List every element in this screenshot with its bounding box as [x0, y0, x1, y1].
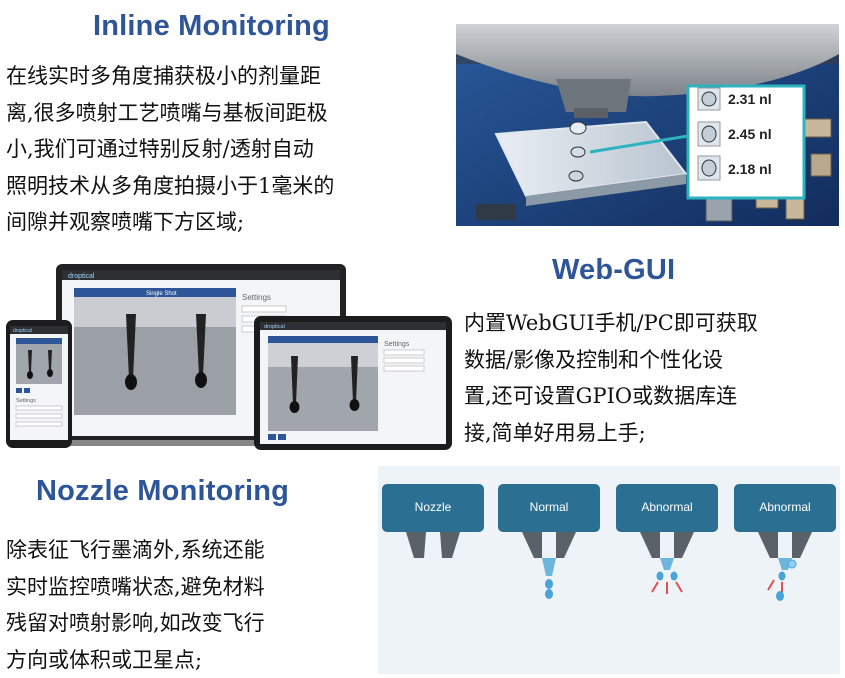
- phone-mockup: droptical Settings: [6, 320, 72, 448]
- nozzle-states-diagram: Nozzle Normal Abnormal: [382, 484, 836, 601]
- drop-3: [568, 170, 584, 182]
- drop-2: [570, 146, 586, 158]
- dispensing-head: [456, 24, 839, 97]
- nozzle-state-2: Normal: [498, 484, 600, 599]
- tablet-mockup: droptical Settings: [254, 316, 452, 450]
- dispensing-scene: 2.31 nl 2.45 nl 2.18 nl: [456, 24, 839, 226]
- drop-volume-2: 2.45 nl: [728, 126, 772, 142]
- drop-volume-1: 2.31 nl: [728, 91, 772, 107]
- drop-1: [569, 121, 587, 135]
- drop-sample-3: [697, 155, 721, 181]
- nozzle-monitoring-title: Nozzle Monitoring: [36, 475, 290, 507]
- tablet-brand: droptical: [264, 324, 285, 330]
- laptop-brand: droptical: [68, 273, 95, 280]
- web-gui-text: 内置WebGUI手机/PC即可获取 数据/影像及控制和个性化设 置,还可设置GP…: [464, 311, 758, 445]
- nozzle-state-label-3: Abnormal: [641, 500, 692, 514]
- drop-volume-3: 2.18 nl: [728, 161, 772, 177]
- laptop-settings-label: Settings: [242, 293, 271, 302]
- nozzle-monitoring-text: 除表征飞行墨滴外,系统还能 实时监控喷嘴状态,避免材料 残留对喷射影响,如改变飞…: [6, 538, 265, 672]
- drop-sample-1: [697, 87, 721, 111]
- web-gui-title: Web-GUI: [552, 254, 676, 286]
- nozzle-state-label-1: Nozzle: [415, 500, 452, 514]
- nozzle-state-4: Abnormal: [734, 484, 836, 601]
- phone-brand: droptical: [13, 328, 32, 334]
- device-mockups: droptical Single Shot Settings droptical: [6, 264, 452, 450]
- nozzle-state-label-2: Normal: [530, 500, 569, 514]
- web-gui-devices-image: droptical Single Shot Settings droptical: [6, 264, 454, 450]
- nozzle-state-label-4: Abnormal: [759, 500, 810, 514]
- tablet-settings-label: Settings: [384, 341, 410, 348]
- inline-monitoring-title: Inline Monitoring: [93, 10, 330, 42]
- phone-settings-label: Settings: [16, 398, 36, 404]
- inline-monitoring-text: 在线实时多角度捕获极小的剂量距 离,很多喷射工艺喷嘴与基板间距极 小,我们可通过…: [6, 64, 335, 234]
- nozzle-state-3: Abnormal: [616, 484, 718, 594]
- inline-monitoring-image: 2.31 nl 2.45 nl 2.18 nl: [456, 24, 839, 226]
- nozzle-body: [556, 79, 631, 112]
- nozzle-state-1: Nozzle: [382, 484, 484, 558]
- drop-sample-2: [697, 121, 721, 147]
- laptop-view-title: Single Shot: [146, 291, 177, 297]
- nozzle-states-image: Nozzle Normal Abnormal: [378, 466, 840, 674]
